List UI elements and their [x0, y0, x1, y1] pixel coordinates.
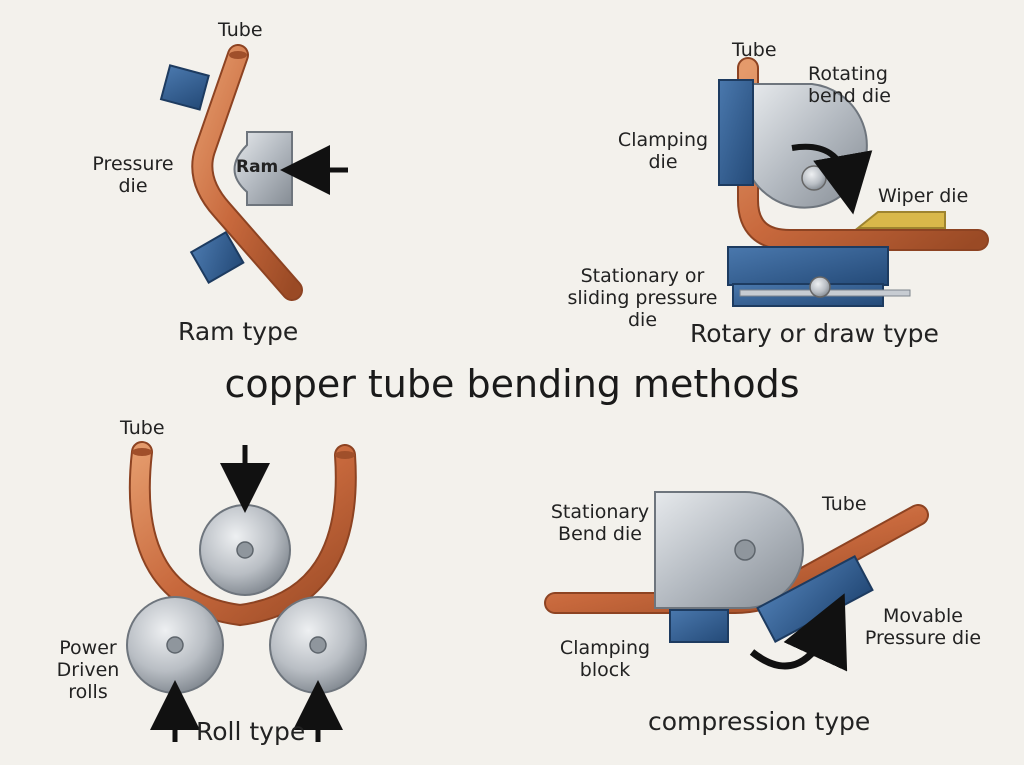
wiper-die [855, 211, 946, 229]
ram-type-diagram [159, 44, 348, 301]
rotary-type-diagram [718, 57, 989, 307]
clamping-block [669, 609, 729, 643]
ram-head [233, 131, 293, 206]
ram-method-label: Ram type [178, 317, 299, 346]
ram-lower-die-block [189, 230, 245, 284]
ram-label: Ram [236, 157, 279, 177]
rotary-clamping-die [718, 79, 754, 186]
page-title: copper tube bending methods [224, 362, 800, 406]
rotary-pressure-die [727, 246, 889, 286]
rotary-tube-label: Tube [732, 39, 777, 61]
stationary-bend-die [654, 491, 805, 609]
roll-tube-label: Tube [120, 417, 165, 439]
roll-type-diagram [126, 441, 367, 742]
compression-method-label: compression type [648, 707, 871, 736]
pressure-die-arrow [749, 593, 848, 672]
rotation-arrow [791, 143, 873, 215]
compression-type-diagram [544, 491, 929, 672]
wiper-die-label: Wiper die [878, 185, 969, 207]
ram-upper-die-block [159, 64, 210, 111]
roll-method-label: Roll type [196, 717, 306, 746]
ram-tube-label: Tube [218, 19, 263, 41]
compression-tube-label: Tube [822, 493, 867, 515]
rotary-method-label: Rotary or draw type [690, 319, 939, 348]
